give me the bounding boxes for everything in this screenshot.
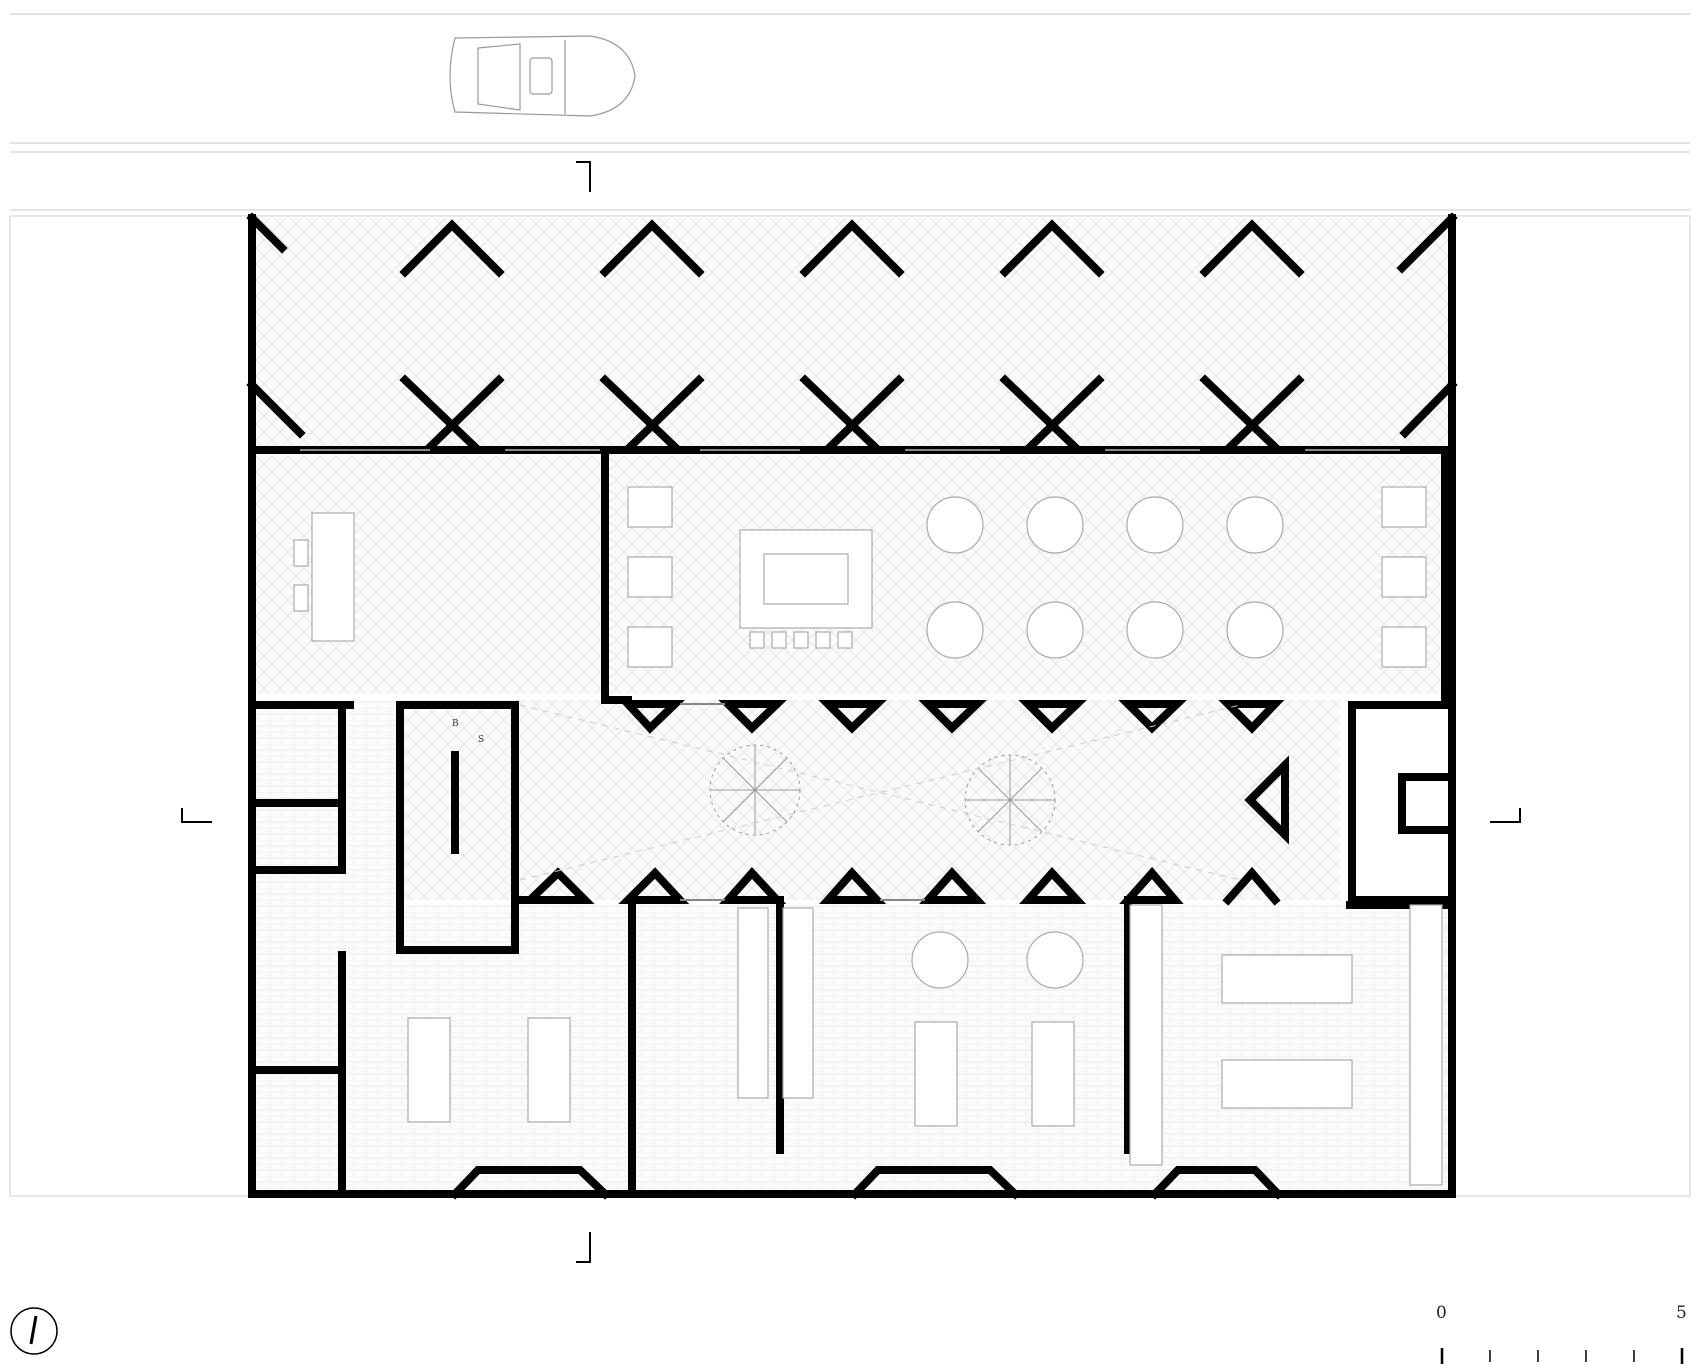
courtyard-tree-icon <box>519 704 1241 881</box>
lower-left-tables <box>407 1017 1075 1127</box>
north-arrow-icon <box>10 1307 58 1355</box>
lounge-sofa <box>293 512 355 642</box>
wall-tables <box>627 486 1427 668</box>
kitchen-counters <box>737 904 1443 1186</box>
scale-start-label: 0 <box>1436 1303 1447 1323</box>
scale-bar <box>1440 1348 1684 1364</box>
scale-end-label: 5 <box>1676 1303 1687 1323</box>
round-tables <box>911 496 1284 989</box>
glazing <box>300 449 1400 901</box>
walls <box>246 212 1458 1200</box>
street <box>10 13 1690 211</box>
central-table <box>739 529 873 649</box>
stair-up-label: S <box>478 735 484 745</box>
section-markers <box>181 161 1521 1263</box>
stair-down-label: B <box>452 719 459 729</box>
car-icon <box>449 35 636 117</box>
